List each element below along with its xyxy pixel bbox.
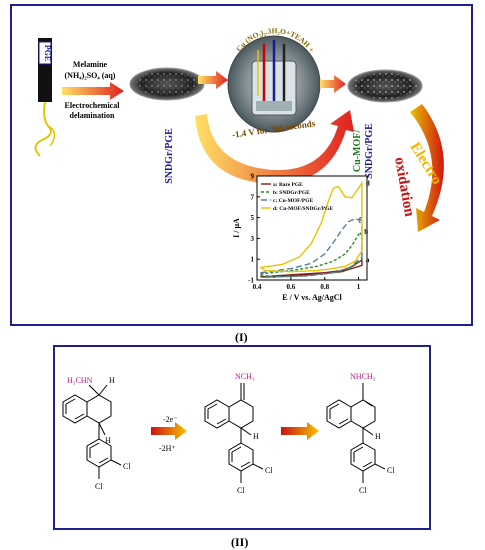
cumof-label-1: Cu-MOF/ (352, 130, 363, 172)
h-label-4: H (375, 432, 381, 441)
series-tag-b: b (364, 228, 368, 236)
cl-label-2b: Cl (237, 486, 245, 495)
y-tick-label-3: 5 (251, 214, 255, 222)
cv-chart: 0.4 0.6 0.8 1 -1 1 3 5 7 9 E / V vs. Ag/AgCl I / μA… (232, 173, 370, 303)
x-tick-label-3: 1 (357, 283, 361, 291)
x-tick-label-2: 0.8 (320, 283, 329, 291)
series-tag-d: d (366, 179, 370, 187)
x-tick-label-0: 0.4 (253, 283, 262, 291)
y-tick-label-4: 7 (251, 193, 255, 201)
h-label-3: H (253, 432, 259, 441)
legend-entry-d: d: Cu-MOF/SNDGr/PGE (273, 206, 333, 212)
sndgr-label: SNDGr/PGE (164, 128, 175, 184)
cl-label-3b: Cl (359, 486, 367, 495)
series-line-d (260, 181, 363, 273)
oxidation-label: oxidation (391, 156, 417, 219)
enamine-label: NHCH₃ (350, 372, 376, 381)
series-line-c (260, 217, 363, 278)
electrode-wire (34, 101, 52, 157)
process-line-1: Electrochemical (65, 101, 121, 110)
pge-electrode: PGE (34, 38, 56, 157)
arrow-1 (62, 82, 124, 100)
x-tick-label-1: 0.6 (286, 283, 295, 291)
series-tag-c: c (359, 215, 362, 223)
reagent-line-2: (NH₄)₂SO₄ (aq) (65, 71, 116, 80)
x-axis-label: E / V vs. Ag/AgCl (282, 293, 342, 302)
chart-plot-frame (256, 175, 368, 281)
legend-entry-a: a: Bare PGE (273, 182, 303, 188)
cl-label-1b: Cl (95, 482, 103, 491)
y-tick-label-5: 9 (251, 173, 255, 181)
panel-1: PGE Melamine (NH₄)₂SO₄ (aq) Electrochemi… (8, 0, 473, 326)
series-tag-a: a (366, 256, 370, 264)
reaction-arrow-2 (281, 422, 319, 440)
pge-label: PGE (43, 45, 52, 61)
molecule-enamine (326, 383, 386, 483)
legend-entry-b: b: SNDGr/PGE (273, 190, 310, 196)
arrow-label-protons: -2H⁺ (159, 444, 176, 453)
panel-2-drawing: H₃CHN H H Cl Cl NCH₃ H Cl Cl NHCH₃ H Cl … (62, 372, 395, 495)
y-axis-label: I / μA (232, 218, 241, 238)
cumof-label-2: SNDGr/PGE (364, 123, 375, 179)
panel-1-drawing: PGE Melamine (NH₄)₂SO₄ (aq) Electrochemi… (8, 0, 444, 303)
h-label-2: H (105, 436, 111, 445)
caption-1: (I) (235, 330, 248, 344)
h-label-1: H (109, 376, 115, 385)
electro-oxidation-arrow (410, 104, 444, 232)
series-line-a (260, 258, 363, 278)
imine-label: NCH₃ (235, 372, 255, 381)
y-tick-label-2: 3 (251, 235, 255, 243)
cl-label-3a: Cl (387, 466, 395, 475)
reaction-cell-photo (227, 35, 321, 133)
cl-label-2a: Cl (265, 466, 273, 475)
molecule-imine (204, 383, 264, 483)
curved-arrow (195, 110, 354, 184)
methylamino-label: H₃CHN (67, 376, 93, 385)
y-tick-label-0: -1 (248, 277, 254, 285)
process-line-2: delamination (70, 111, 115, 120)
molecule-sertraline (62, 384, 122, 479)
cl-label-1a: Cl (123, 462, 131, 471)
y-tick-label-1: 1 (251, 256, 255, 264)
arrow-3 (320, 75, 346, 93)
arrow-2 (198, 71, 228, 89)
legend-entry-c: c: Cu-MOF/PGE (273, 198, 314, 204)
reaction-arrow-1 (151, 422, 187, 440)
panel-2: H₃CHN H H Cl Cl NCH₃ H Cl Cl NHCH₃ H Cl … (53, 345, 431, 530)
reagent-line-1: Melamine (73, 60, 108, 69)
arrow-label-electrons: -2e⁻ (163, 415, 177, 424)
caption-2: (II) (231, 535, 249, 549)
